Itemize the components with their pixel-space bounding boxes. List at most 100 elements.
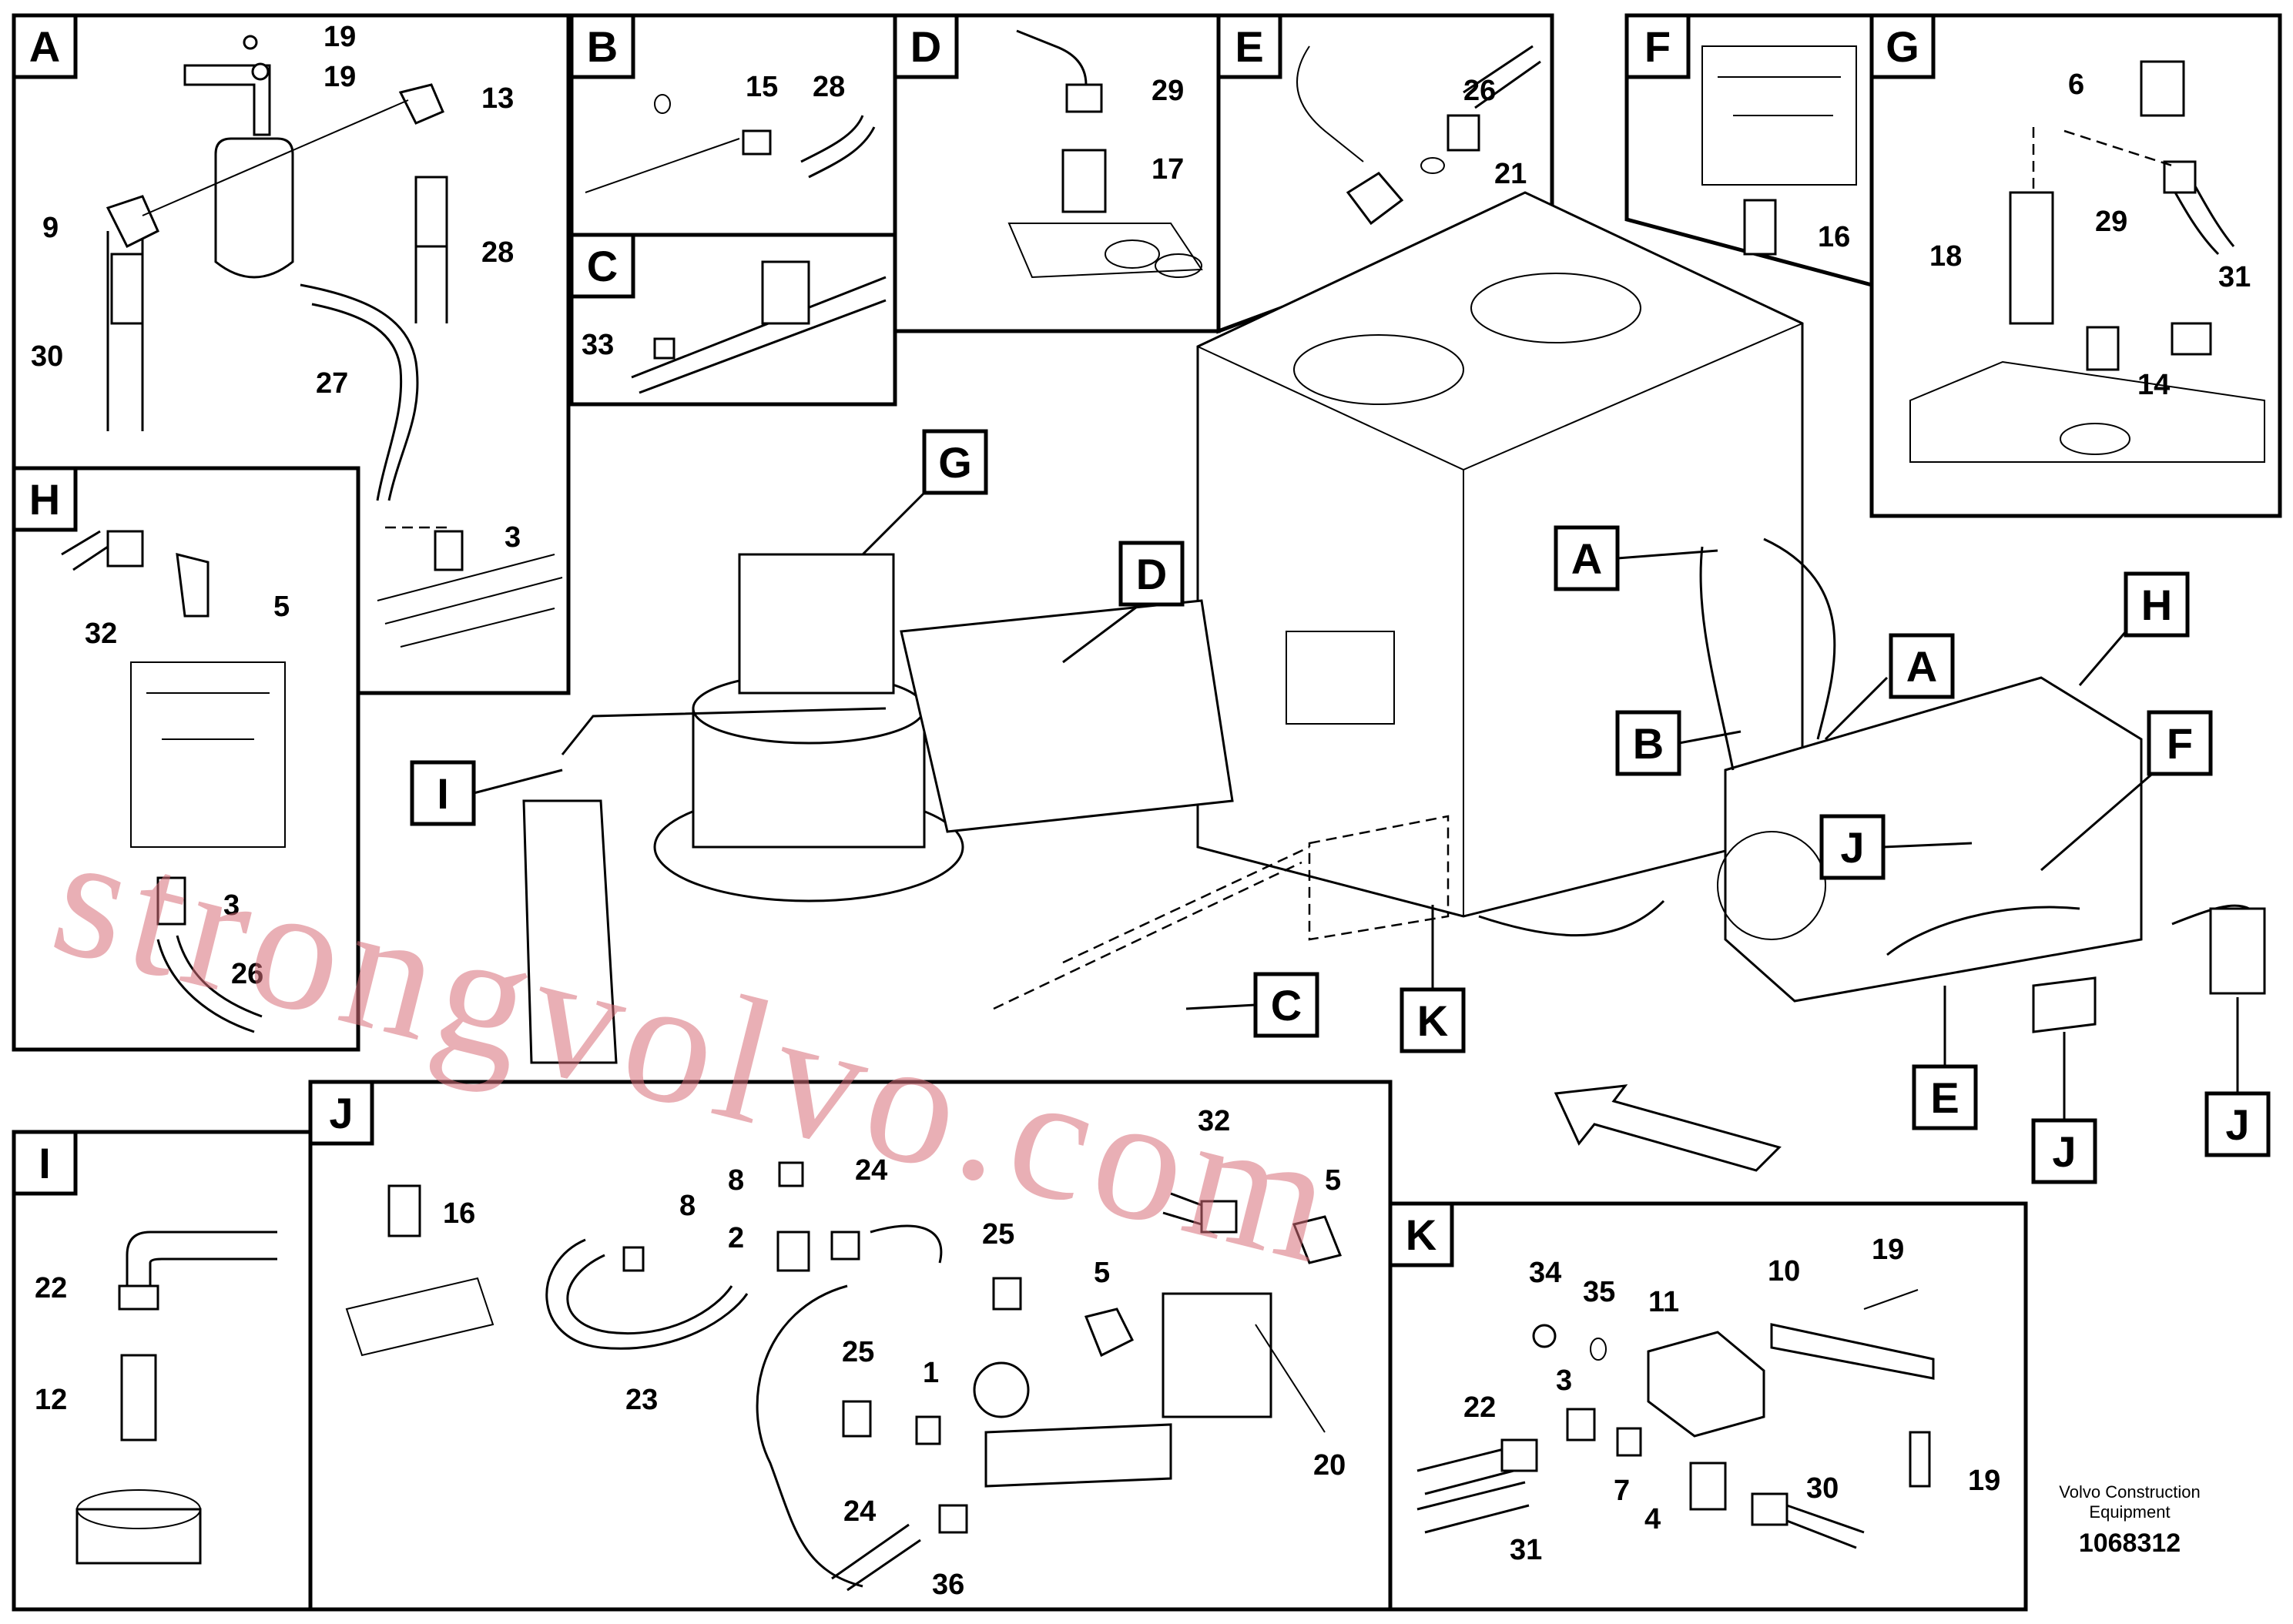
tag-c: C	[1185, 972, 1319, 1038]
callout-32: 32	[85, 618, 117, 650]
panel-a: A 19 19 13 9 28 30 27 3	[12, 13, 571, 695]
callout-19: 19	[1968, 1465, 2000, 1497]
sensor	[1346, 172, 1404, 226]
callout-29: 29	[2095, 206, 2127, 238]
callout-35: 35	[1583, 1276, 1615, 1308]
port	[654, 94, 671, 114]
tag-letter: G	[938, 438, 972, 487]
port	[2060, 423, 2130, 455]
panel-b-letter: B	[587, 22, 618, 71]
callout-14: 14	[2137, 369, 2170, 401]
callout-3: 3	[223, 889, 240, 922]
panel-b: B 15 28	[569, 13, 897, 237]
panel-j-letter-box	[308, 1080, 374, 1146]
tag-j-manifold: J	[2031, 1032, 2097, 1184]
tag-letter: B	[1633, 719, 1664, 768]
hose-28	[414, 246, 448, 323]
tag-letter: H	[2141, 581, 2172, 629]
panel-i: I 22 12	[12, 1130, 313, 1612]
port	[1155, 253, 1202, 278]
slew-motor	[738, 553, 895, 695]
flange-top	[76, 1489, 201, 1529]
tank-opening	[1470, 273, 1641, 343]
tag-box	[2124, 571, 2190, 638]
tag-box	[1615, 710, 1681, 776]
panel-d-letter-box	[893, 13, 959, 79]
tag-box	[1554, 525, 1620, 591]
hose-26	[1463, 45, 1541, 109]
drawing-number: 1068312	[2078, 1529, 2181, 1558]
pipe-22	[126, 1231, 277, 1286]
callout-7: 7	[1614, 1475, 1630, 1507]
sensor-16	[387, 1184, 421, 1237]
panel-f-letter: F	[1644, 22, 1671, 71]
panel-h-letter-box	[12, 466, 78, 532]
callout-33: 33	[582, 329, 614, 361]
pump-plate	[345, 1277, 494, 1357]
callout-15: 15	[746, 71, 778, 103]
leader	[2078, 631, 2127, 686]
panel-d: D 29 17	[893, 13, 1221, 333]
leader	[1617, 549, 1718, 560]
tag-letter: K	[1417, 996, 1448, 1045]
hose-24	[831, 1523, 921, 1592]
tag-a-lower: A	[1824, 633, 1955, 741]
tag-box	[2147, 710, 2213, 776]
callout-28: 28	[481, 236, 514, 269]
rotary-joint	[522, 799, 618, 1064]
callout-9: 9	[42, 212, 59, 244]
callout-24: 24	[843, 1495, 876, 1528]
callout-18: 18	[1929, 240, 1962, 273]
bolt-19	[1909, 1431, 1931, 1488]
elbow-5	[176, 553, 210, 618]
callout-22: 22	[35, 1272, 67, 1304]
callout-4: 4	[1644, 1503, 1661, 1535]
leader	[1678, 730, 1742, 745]
tag-e: E	[1912, 986, 1978, 1130]
fitting-24	[830, 1231, 860, 1261]
nut-22	[1500, 1438, 1538, 1472]
tag-b: B	[1615, 710, 1742, 776]
panel-g-letter: G	[1886, 22, 1919, 71]
tag-box	[1912, 1064, 1978, 1130]
hose-27	[300, 283, 419, 501]
callout-3: 3	[1556, 1364, 1572, 1397]
panel-f: F 16	[1624, 13, 1874, 288]
callout-12: 12	[35, 1384, 67, 1416]
bolt-19	[1863, 1289, 1919, 1310]
manifold-block	[984, 1423, 1172, 1488]
hose-24	[756, 1224, 943, 1588]
pump-block	[1701, 45, 1857, 186]
callout-8: 8	[728, 1164, 744, 1197]
hose-22	[1416, 1446, 1514, 1495]
hose	[1699, 546, 1735, 771]
nut-32	[1200, 1200, 1238, 1234]
dashed-guide	[2032, 127, 2173, 193]
tag-letter: D	[1136, 550, 1167, 598]
nut-29	[1065, 83, 1103, 113]
leader	[861, 491, 926, 556]
panel-b-letter-box	[569, 13, 635, 79]
panel-f-letter-box	[1624, 13, 1691, 79]
panel-g-letter-box	[1869, 13, 1936, 79]
fitting-7	[1616, 1427, 1642, 1457]
tag-h: H	[2078, 571, 2190, 686]
tag-j-filter: J	[2204, 997, 2271, 1157]
overview-illustration: G D I A A B H	[410, 191, 2271, 1184]
tag-box	[1819, 814, 1886, 880]
tag-j-inner: J	[1819, 814, 1973, 880]
fitting	[110, 253, 144, 325]
tank-plate	[1286, 631, 1395, 725]
tag-letter: F	[2167, 719, 2193, 768]
tank-opening	[1293, 334, 1464, 405]
direction-arrow	[1554, 1084, 1782, 1172]
elbow-14	[2086, 326, 2120, 371]
panel-g: G 6 18 29 31 14	[1869, 13, 2282, 518]
hose-32	[61, 530, 109, 571]
hose-32	[1162, 1192, 1202, 1226]
callout-5: 5	[1325, 1164, 1341, 1197]
callout-28: 28	[813, 71, 845, 103]
callout-24: 24	[855, 1154, 887, 1187]
hose-23	[545, 1238, 749, 1350]
